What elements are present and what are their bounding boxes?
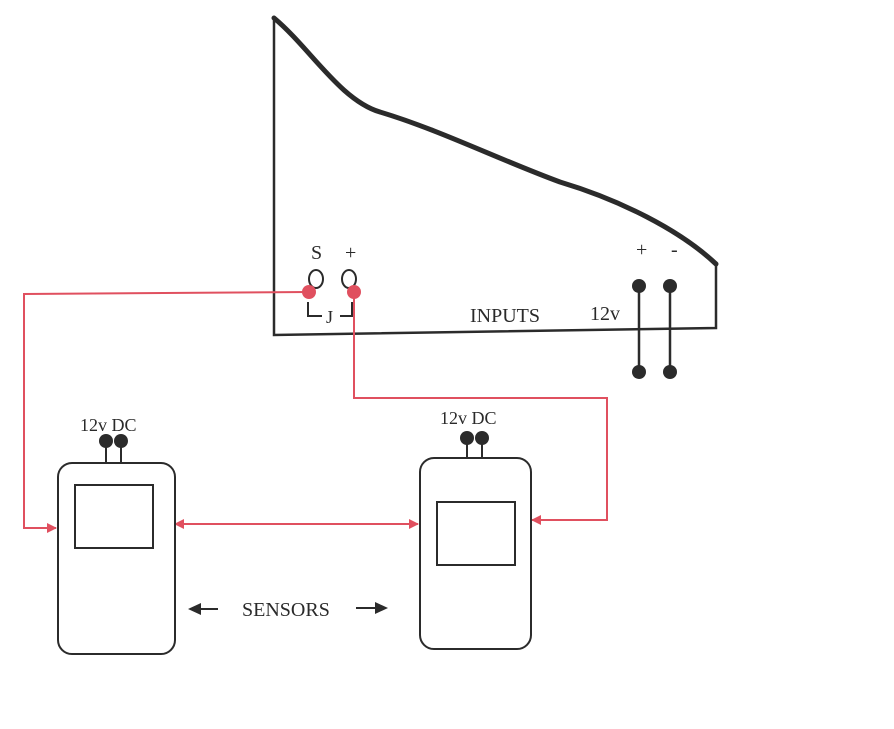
left-sensor: 12v DC [57,415,176,655]
power-plus-bottom-terminal[interactable] [632,365,646,379]
power-voltage-label: 12v [590,303,620,325]
control-panel [271,15,719,337]
right-sensor: 12v DC [419,408,532,650]
power-plus-top-terminal[interactable] [632,279,646,293]
left-sensor-screen [74,484,154,549]
power-minus-label: - [671,239,678,261]
inputs-label: INPUTS [470,305,540,327]
panel-top-curve [271,15,719,267]
sensors-caption: SENSORS [188,599,388,621]
right-sensor-power-terminal-b[interactable] [475,431,489,445]
panel-body-outline [272,18,718,337]
left-sensor-power-terminal-a[interactable] [99,434,113,448]
right-sensor-power-label: 12v DC [440,408,497,428]
right-sensor-screen [436,501,516,566]
wiring [23,291,608,533]
jumper-label: J [326,307,333,327]
wire-plus-to-right-sensor [353,292,608,525]
sensors-label: SENSORS [242,599,330,621]
sensors-arrowhead-left-icon [188,603,201,615]
terminal-s-loop [308,269,324,289]
wire-s-to-left-sensor [23,291,310,533]
input-terminals: S + J [302,242,361,327]
power-minus-bottom-terminal[interactable] [663,365,677,379]
jumper-bracket [307,302,353,317]
right-sensor-power-terminal-a[interactable] [460,431,474,445]
power-plus-label: + [636,239,647,261]
terminal-s-label: S [311,242,322,264]
left-sensor-power-label: 12v DC [80,415,137,435]
sensors-arrowhead-right-icon [375,602,388,614]
power-terminals: + - 12v [590,239,678,379]
power-minus-top-terminal[interactable] [663,279,677,293]
terminal-plus-label: + [345,242,356,264]
left-sensor-power-terminal-b[interactable] [114,434,128,448]
